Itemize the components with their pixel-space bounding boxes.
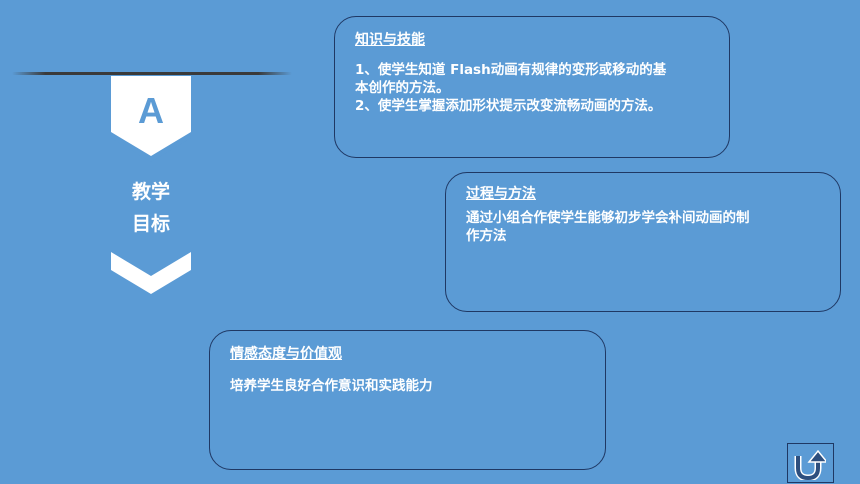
ribbon-shape	[111, 76, 191, 294]
ribbon-title-line-1: 教学	[131, 181, 170, 203]
box-heading: 情感态度与价值观	[230, 346, 342, 362]
box-body: 培养学生良好合作意识和实践能力	[230, 377, 433, 395]
box-line: 作方法	[466, 228, 507, 244]
attitude-values-box: 情感态度与价值观 培养学生良好合作意识和实践能力	[209, 330, 606, 470]
knowledge-skills-box: 知识与技能 1、使学生知道 Flash动画有规律的变形或移动的基 本创作的方法。…	[334, 16, 730, 158]
box-heading: 过程与方法	[466, 186, 536, 202]
box-body: 通过小组合作使学生能够初步学会补间动画的制 作方法	[466, 209, 750, 245]
ribbon-title: 教学 目标	[111, 176, 191, 240]
objective-ribbon: A 教学 目标	[111, 76, 191, 294]
box-heading: 知识与技能	[355, 32, 425, 48]
box-line: 1、使学生知道 Flash动画有规律的变形或移动的基	[355, 62, 667, 78]
box-line: 通过小组合作使学生能够初步学会补间动画的制	[466, 210, 750, 226]
box-line: 2、使学生掌握添加形状提示改变流畅动画的方法。	[355, 98, 662, 114]
return-button[interactable]	[787, 443, 834, 483]
decorative-divider	[12, 72, 292, 75]
u-turn-arrow-icon	[794, 449, 826, 480]
process-methods-box: 过程与方法 通过小组合作使学生能够初步学会补间动画的制 作方法	[445, 172, 841, 312]
ribbon-letter: A	[138, 90, 164, 131]
box-body: 1、使学生知道 Flash动画有规律的变形或移动的基 本创作的方法。 2、使学生…	[355, 61, 666, 115]
ribbon-title-line-2: 目标	[131, 213, 170, 235]
box-line: 本创作的方法。	[355, 80, 450, 96]
box-line: 培养学生良好合作意识和实践能力	[230, 378, 433, 394]
